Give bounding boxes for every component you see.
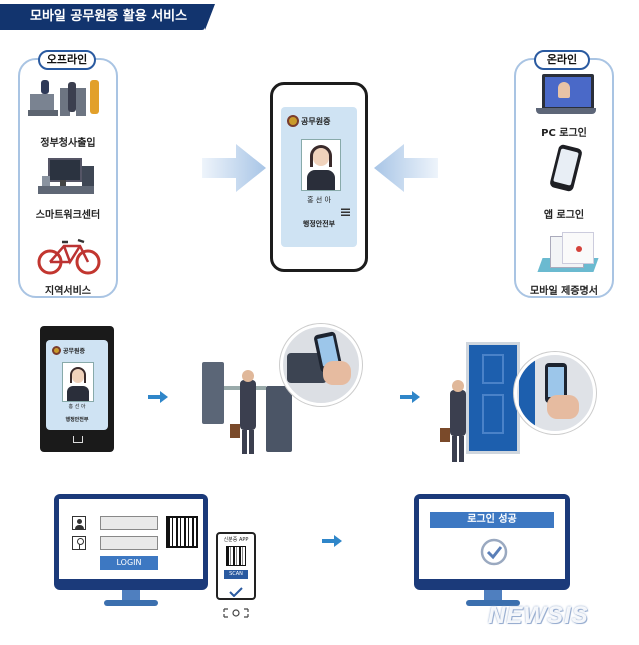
- emblem-icon: [287, 115, 299, 127]
- monitor-base: [466, 600, 520, 606]
- gate-scene: [196, 324, 364, 464]
- app-label: 신분증 APP: [223, 537, 249, 543]
- offline-caption-3: 지역서비스: [45, 286, 91, 297]
- monitor-stand: [484, 590, 502, 602]
- login-monitor: LOGIN: [54, 494, 208, 590]
- id-photo: [62, 362, 94, 402]
- offline-caption-1: 정부청사출입: [40, 138, 96, 149]
- qr-code-icon: [226, 546, 246, 566]
- scan-button[interactable]: SCAN: [224, 570, 248, 579]
- monitor-base: [104, 600, 158, 606]
- qr-code-icon: [166, 516, 198, 548]
- bicycle-icon: [36, 236, 102, 276]
- workstation-icon: [38, 158, 100, 198]
- zoom-circle: [514, 352, 596, 434]
- laptop-icon: [536, 72, 596, 118]
- arrow-left-icon: [374, 144, 438, 192]
- card-org: 행정안전부: [302, 220, 336, 228]
- checkmark-icon: [229, 582, 243, 598]
- page-title: 모바일 공무원증 활용 서비스: [0, 4, 215, 30]
- small-arrow-icon: [148, 388, 168, 403]
- user-icon: [72, 516, 86, 530]
- online-caption-1: PC 로그인: [541, 128, 587, 139]
- door-scene: [436, 340, 596, 466]
- zoom-circle: [280, 324, 362, 406]
- office-lobby-icon: [28, 76, 108, 122]
- center-phone: 공무원증 홍 선 아 행정안전부: [270, 82, 368, 272]
- card-name: 홍 선 아: [68, 404, 86, 410]
- online-caption-2: 앱 로그인: [543, 210, 585, 221]
- small-arrow-icon: [322, 532, 342, 547]
- password-field[interactable]: [100, 536, 158, 550]
- id-card: 공무원증 홍 선 아 행정안전부: [281, 107, 357, 247]
- check-circle-icon: [480, 538, 508, 566]
- home-icon: [73, 436, 83, 443]
- emblem-icon: [52, 346, 61, 355]
- barcode-icon: [341, 207, 350, 216]
- certificate-icon: [536, 232, 600, 278]
- left-phone: 공무원증 홍 선 아 행정안전부: [40, 326, 114, 452]
- scan-phone: 신분증 APP SCAN: [216, 532, 256, 600]
- card-title: 공무원증: [301, 117, 331, 126]
- success-monitor: 로그인 성공: [414, 494, 570, 590]
- monitor-stand: [122, 590, 140, 602]
- id-card-small: 공무원증 홍 선 아 행정안전부: [46, 340, 108, 430]
- offline-label: 오프라인: [38, 50, 96, 70]
- card-title: 공무원증: [63, 348, 86, 355]
- card-org: 행정안전부: [65, 417, 89, 423]
- online-label: 온라인: [534, 50, 590, 70]
- watermark: NEWSIS: [488, 602, 589, 629]
- id-field[interactable]: [100, 516, 158, 530]
- card-name: 홍 선 아: [307, 196, 331, 204]
- offline-caption-2: 스마트워크센터: [35, 210, 101, 221]
- online-caption-3: 모바일 제증명서: [530, 286, 598, 297]
- smartphone-icon: [548, 143, 588, 196]
- login-button[interactable]: LOGIN: [100, 556, 158, 570]
- scanner-icon: [222, 604, 250, 618]
- small-arrow-icon: [400, 388, 420, 403]
- login-success-banner: 로그인 성공: [430, 512, 554, 528]
- key-icon: [72, 536, 86, 550]
- id-photo: [301, 139, 341, 191]
- arrow-right-icon: [202, 144, 266, 192]
